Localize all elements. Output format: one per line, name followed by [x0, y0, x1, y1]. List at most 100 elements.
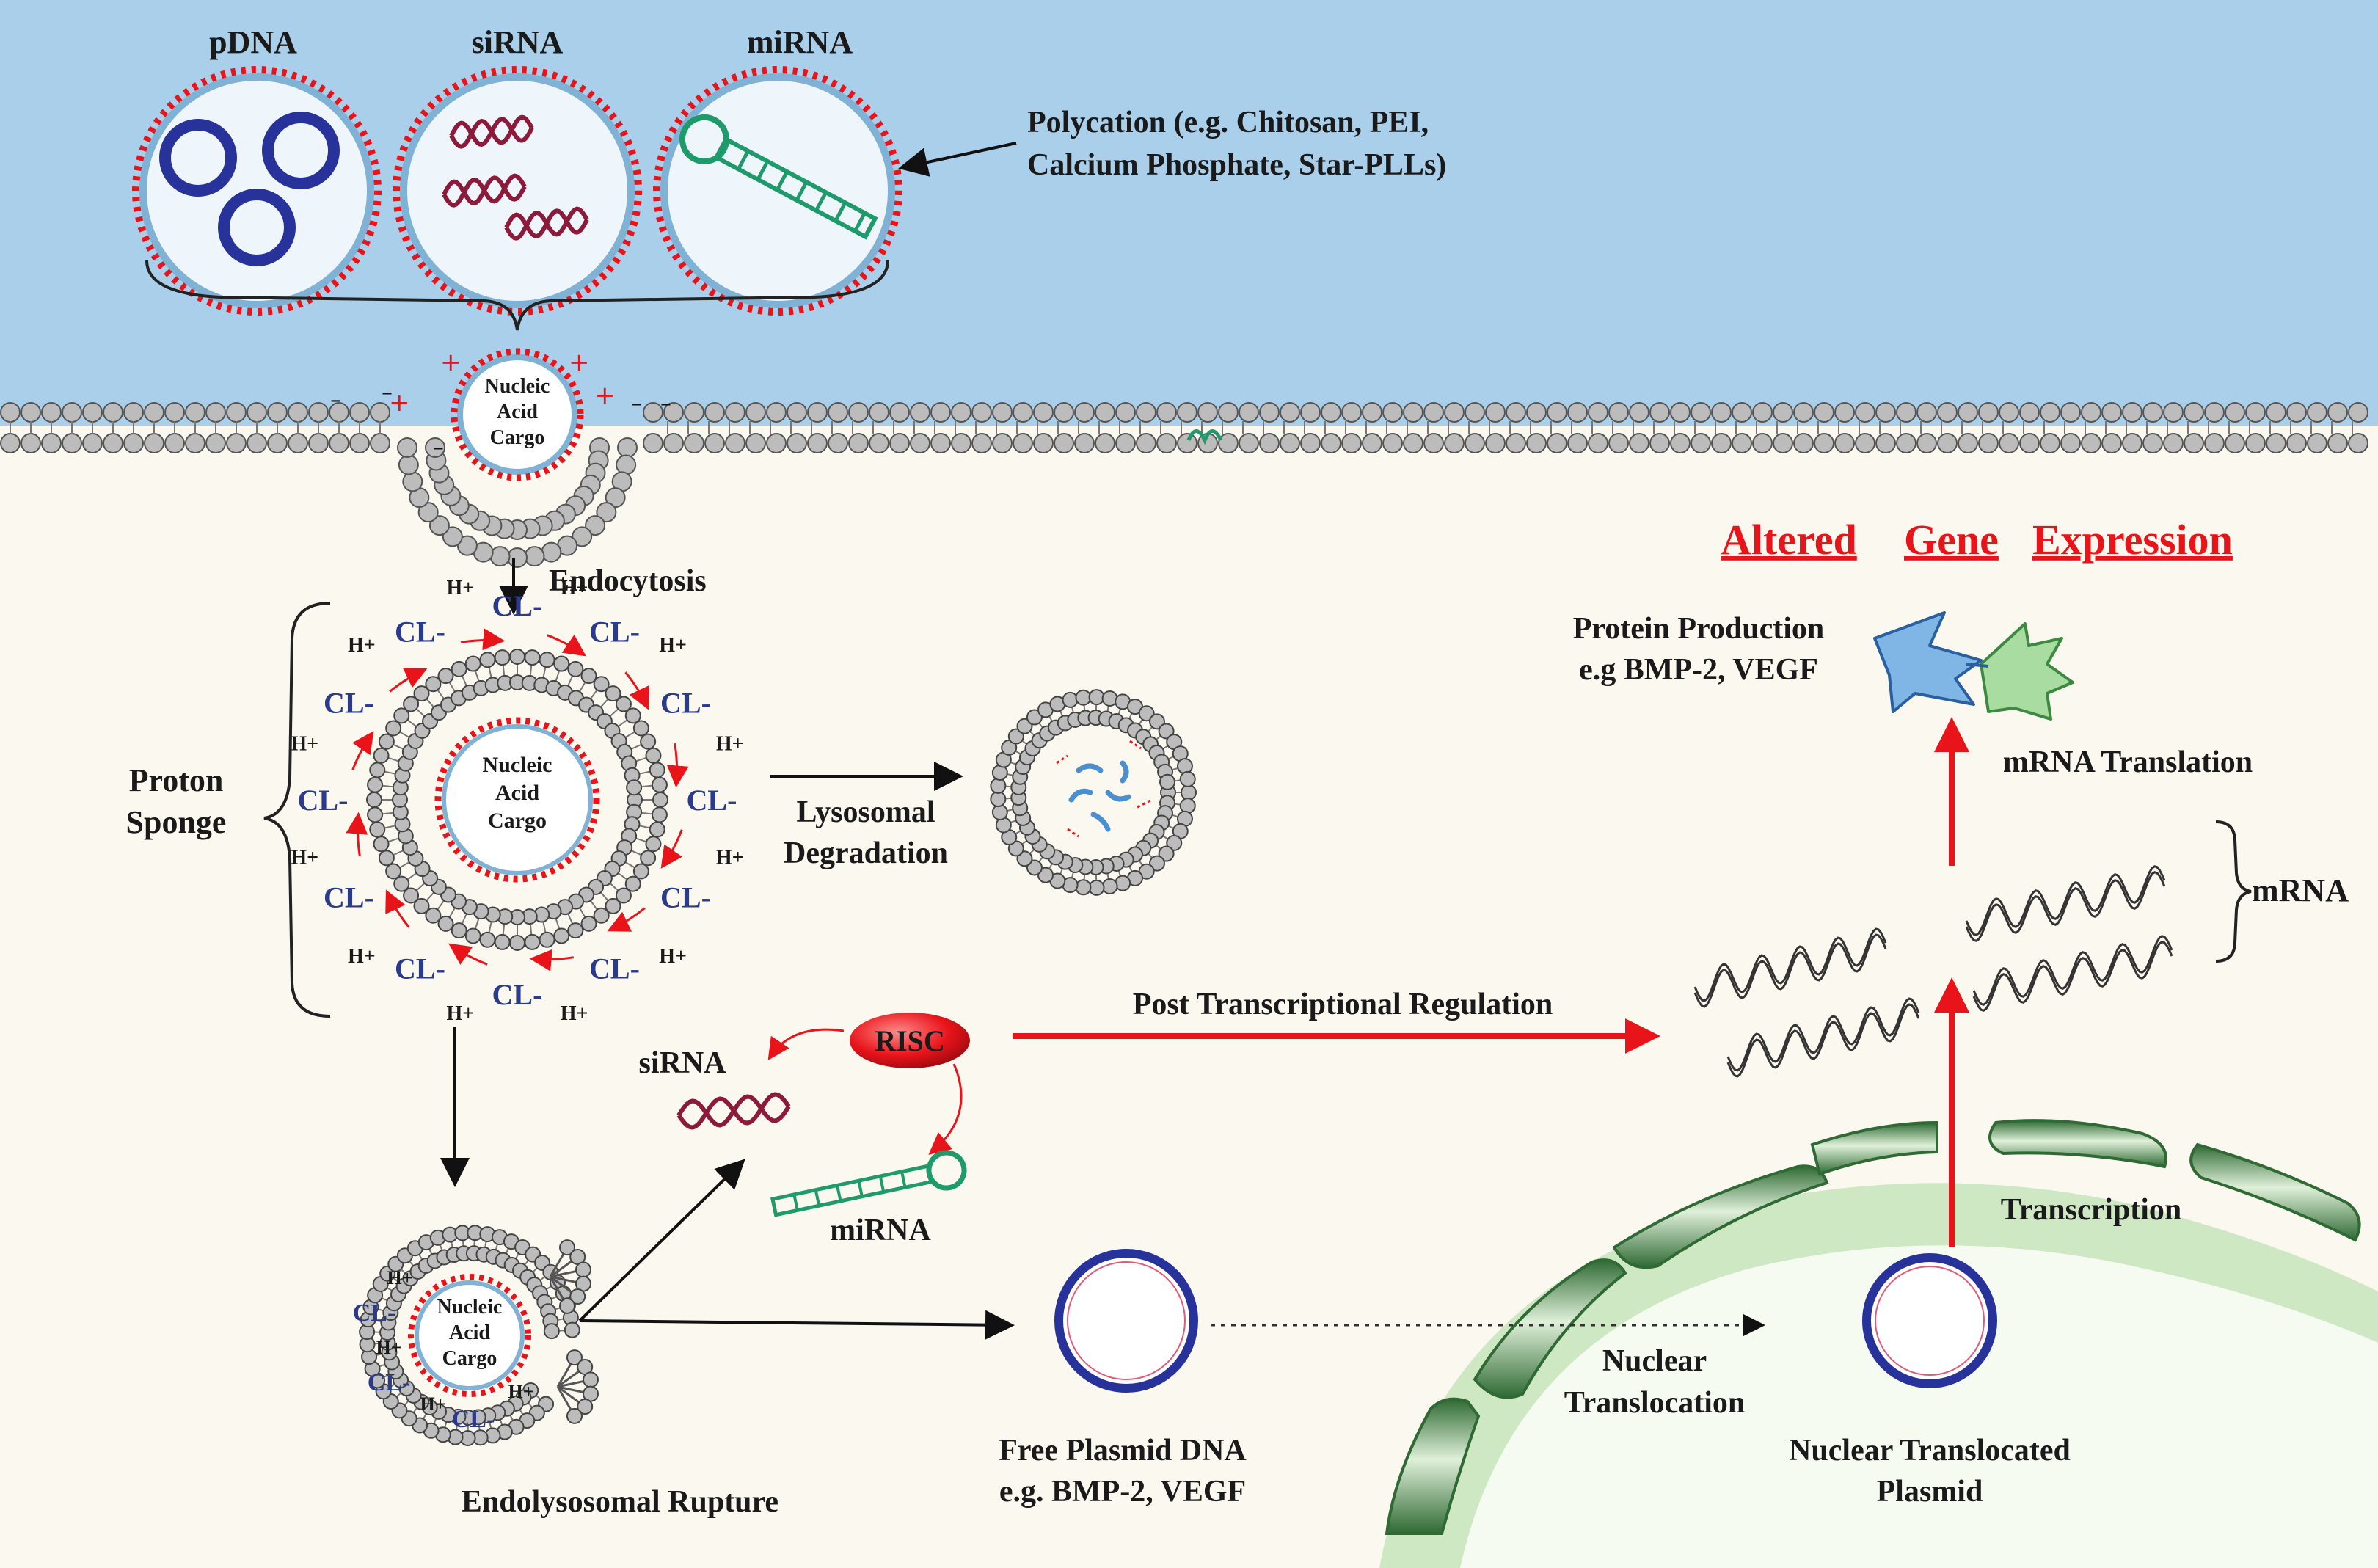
polycation-label-2: Calcium Phosphate, Star-PLLs) — [1027, 148, 1446, 182]
endolysosomal-rupture-label: Endolysosomal Rupture — [462, 1485, 778, 1519]
brace-proton — [263, 602, 331, 1018]
sirna-duplex-icon — [442, 173, 527, 208]
mrna-label: mRNA — [2252, 872, 2349, 908]
arrow-to-rna — [578, 1159, 745, 1322]
chloride-ion: CL- — [298, 784, 349, 817]
plus-sign: + — [569, 348, 590, 377]
protein-example-label: e.g BMP-2, VEGF — [1579, 653, 1818, 687]
lysosome-vesicle — [990, 689, 1197, 896]
proton-ion: H+ — [387, 1267, 412, 1288]
altered-label: Altered — [1721, 516, 1857, 564]
hairpin-icon — [679, 114, 878, 240]
chloride-ion: CL- — [492, 589, 543, 622]
cargo-label-1: Nucleic — [485, 375, 550, 398]
plasmid-icon — [159, 119, 237, 197]
risc-complex — [850, 1013, 970, 1068]
mrna-strand — [1965, 865, 2166, 942]
nuclear-translocation-label: Nuclear — [1602, 1344, 1707, 1378]
lysosomal-label: Lysosomal — [796, 795, 935, 829]
proton-ion: H+ — [348, 634, 376, 657]
sirna-nanoparticle — [393, 66, 642, 316]
mirna-hairpin-icon — [770, 1150, 967, 1217]
cargo-label-3: Cargo — [442, 1347, 497, 1370]
proton-ion: H+ — [561, 1002, 588, 1025]
cell-membrane — [0, 402, 2368, 568]
plus-sign: + — [440, 348, 462, 377]
protein-icon — [1873, 611, 2074, 721]
mrna-translation-label: mRNA Translation — [2003, 745, 2253, 779]
chloride-ion: CL- — [368, 1369, 411, 1396]
plasmid-icon — [218, 189, 296, 266]
endosome-cargo: Nucleic Acid Cargo — [434, 717, 600, 883]
brace-top — [145, 260, 889, 331]
proton-ion: H+ — [716, 732, 744, 755]
cargo-label-2: Acid — [495, 781, 539, 805]
cargo-label-3: Cargo — [490, 426, 545, 449]
nuclear-translocation-label-2: Translocation — [1564, 1386, 1746, 1420]
free-plasmid-label: Free Plasmid DNA — [999, 1434, 1247, 1467]
nucleus — [1379, 1183, 2378, 1568]
proton-ion: H+ — [659, 634, 687, 657]
mrna-strand — [1972, 935, 2173, 1012]
proton-ion: H+ — [561, 577, 588, 599]
chloride-ion: CL- — [324, 881, 374, 914]
plus-sign: + — [389, 388, 410, 417]
arrow-to-plasmid — [579, 1310, 1015, 1340]
sirna-duplex-icon — [676, 1092, 791, 1130]
sirna-duplex-icon — [504, 206, 589, 241]
degradation-label: Degradation — [784, 836, 948, 870]
minus-sign: – — [330, 387, 341, 413]
risc-label: RISC — [875, 1024, 945, 1057]
proton-ion: H+ — [659, 945, 687, 968]
cargo-label-3: Cargo — [488, 809, 547, 833]
nuclear-plasmid — [1862, 1253, 1997, 1388]
brace-mrna — [2215, 820, 2252, 963]
plus-sign: + — [594, 381, 616, 410]
proton-ion: H+ — [508, 1381, 533, 1402]
mrna-strand — [1693, 927, 1887, 1008]
cargo-label-2: Acid — [449, 1321, 490, 1344]
ruptured-endosome — [359, 1225, 599, 1446]
mirna-top-label: miRNA — [747, 24, 853, 60]
proton-ion: H+ — [420, 1393, 445, 1415]
extracellular-space — [0, 0, 2378, 426]
proton-arrows — [346, 628, 689, 971]
transcription-label: Transcription — [2001, 1193, 2182, 1227]
cargo-label-1: Nucleic — [437, 1296, 503, 1319]
proton-ion: H+ — [446, 577, 474, 599]
nuclear-envelope — [1385, 1119, 2361, 1535]
chloride-ion: CL- — [687, 784, 737, 817]
proton-ion: H+ — [716, 847, 744, 869]
polycation-arrow — [898, 142, 1017, 177]
chloride-ion: CL- — [660, 881, 711, 914]
ruptured-cargo: Nucleic Acid Cargo — [408, 1274, 531, 1397]
nuclear-plasmid-label: Nuclear Translocated — [1789, 1434, 2071, 1467]
pdna-nanoparticle — [132, 66, 382, 316]
chloride-ion: CL- — [395, 616, 445, 649]
minus-sign: – — [433, 435, 444, 461]
free-plasmid-example: e.g. BMP-2, VEGF — [999, 1475, 1246, 1509]
sirna-duplex-icon — [449, 114, 534, 149]
proton-sponge-label: Proton — [129, 762, 224, 798]
minus-sign: – — [631, 391, 642, 417]
proton-ion: H+ — [348, 945, 376, 968]
polycation-label: Polycation (e.g. Chitosan, PEI, — [1027, 106, 1429, 139]
proton-ion: H+ — [291, 847, 318, 869]
pdna-label: pDNA — [209, 24, 297, 60]
risc-to-mirna-arrow — [928, 1063, 963, 1155]
cargo-at-membrane: Nucleic Acid Cargo — [451, 348, 584, 481]
proton-ions: CL-H+CL-H+CL-H+CL-H+CL-H+CL-H+CL-H+CL-H+… — [291, 577, 743, 1025]
proton-ion: H+ — [446, 1002, 474, 1025]
mirna-mid-label: miRNA — [830, 1214, 931, 1247]
minus-sign: – — [660, 391, 671, 417]
proton-ion: H+ — [291, 732, 318, 755]
sirna-duplex-icon — [676, 1092, 791, 1130]
surface-charges: + + + + – – – – – — [330, 348, 671, 461]
chloride-ion: CL- — [660, 687, 711, 720]
degraded-fragments — [1056, 740, 1153, 838]
mrna-strands — [1693, 865, 2173, 1078]
chloride-ion: CL- — [589, 952, 640, 985]
protein-production-label: Protein Production — [1573, 612, 1825, 646]
free-plasmid — [1054, 1249, 1198, 1393]
